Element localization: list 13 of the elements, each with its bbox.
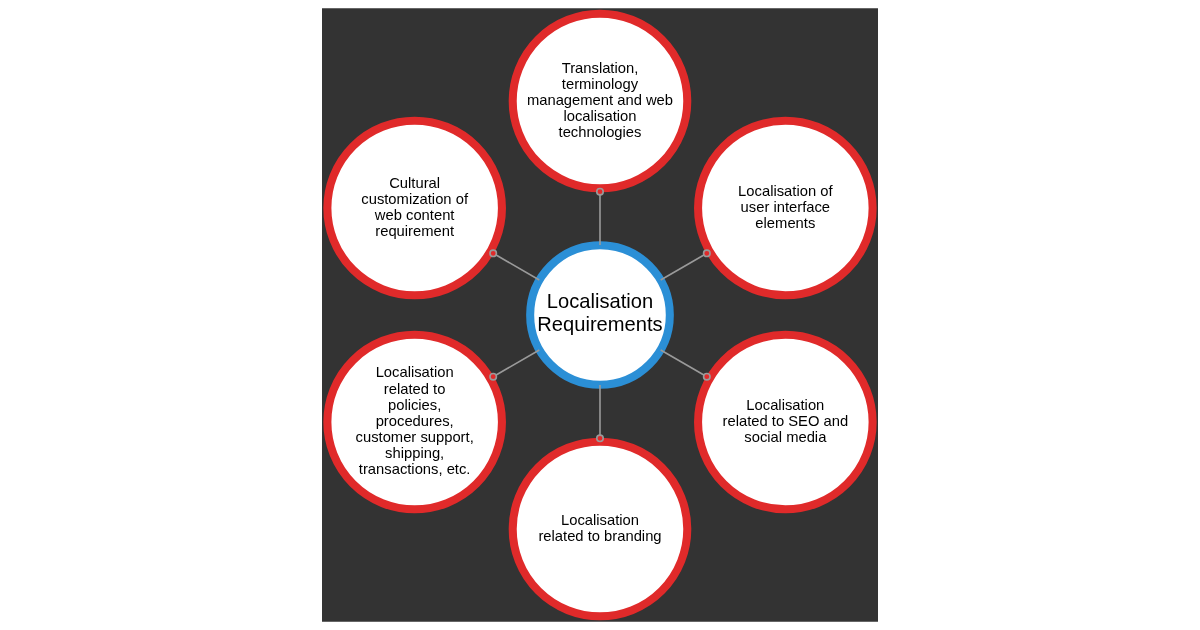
node-circle: Localisation of user interface elements xyxy=(694,116,877,300)
node-circle: Translation, terminology management and web localisation technologies xyxy=(508,9,692,193)
connector xyxy=(489,249,541,281)
connector xyxy=(595,384,605,443)
node-circle: Localisation related to SEO and social media xyxy=(694,330,877,514)
connector xyxy=(659,349,711,381)
node-circle: Localisation related to policies, procedures, customer support, shipping, transactions, etc. xyxy=(323,330,506,514)
node-circle: Localisation Requirements xyxy=(526,241,674,389)
node-circle: Cultural customization of web content requirement xyxy=(323,116,506,300)
connector xyxy=(489,349,541,381)
connector xyxy=(595,187,605,246)
node-circle: Localisation related to branding xyxy=(508,437,692,621)
connector xyxy=(659,249,711,281)
